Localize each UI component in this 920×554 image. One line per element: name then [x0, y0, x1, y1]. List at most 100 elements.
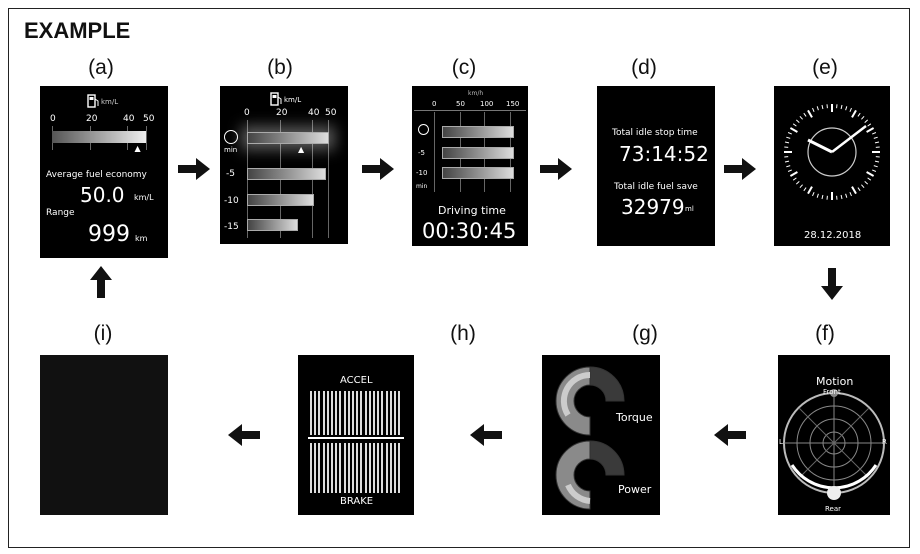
brake-label: BRAKE: [340, 496, 374, 507]
motion-title: Motion: [816, 375, 854, 388]
level-bar: [368, 443, 371, 493]
level-bar: [385, 391, 388, 435]
clock-icon: [224, 130, 238, 144]
level-bar: [339, 443, 342, 493]
unit-label: km/h: [468, 90, 484, 97]
motion-radar-icon: [783, 389, 885, 500]
level-bar: [356, 443, 359, 493]
screen-b-fuel-history: km/L 0 20 40 50 min -5 -10 -15 ▲: [220, 86, 348, 244]
level-bar: [373, 391, 375, 435]
avg-fuel-unit: km/L: [134, 193, 154, 202]
level-bar: [343, 391, 346, 435]
avg-fuel-value: 50.0: [80, 183, 125, 207]
level-bar: [326, 391, 329, 435]
arrow-right-icon: [362, 158, 394, 180]
history-bar: [247, 219, 298, 231]
tick-label: 0: [244, 108, 250, 118]
grid-line: [146, 126, 147, 150]
history-bar: [247, 132, 329, 144]
range-label: Range: [46, 208, 75, 218]
torque-label: Torque: [616, 411, 653, 424]
history-bar: [247, 194, 314, 206]
brake-bars: [310, 443, 402, 493]
row-label: -10: [224, 196, 239, 206]
row-label: min: [224, 146, 238, 154]
driving-time-value: 00:30:45: [422, 219, 517, 243]
tick-label: 150: [506, 100, 520, 108]
level-bar: [314, 391, 317, 435]
label-i: (i): [93, 322, 113, 345]
level-bar: [347, 443, 350, 493]
label-f: (f): [815, 322, 835, 345]
idle-fuel-save-unit: ml: [685, 205, 694, 213]
tick-label: 20: [276, 108, 288, 118]
driving-time-label: Driving time: [438, 204, 506, 217]
level-bar: [310, 443, 312, 493]
marker-triangle-icon: ▲: [134, 144, 141, 153]
clock-icon: [418, 124, 429, 135]
screen-a-fuel-economy: km/L 0 20 40 50 ▲ Average fuel economy 5…: [40, 86, 168, 258]
idle-stop-time-label: Total idle stop time: [612, 128, 698, 138]
avg-fuel-label: Average fuel economy: [46, 170, 147, 180]
label-b: (b): [267, 56, 293, 79]
level-bar: [343, 443, 346, 493]
fuel-pump-icon: [270, 92, 282, 106]
level-bar: [326, 443, 329, 493]
level-bar: [368, 391, 371, 435]
label-e: (e): [812, 56, 838, 79]
level-bar: [339, 391, 342, 435]
level-bar: [314, 443, 317, 493]
speed-bar: [442, 167, 514, 179]
level-bar: [322, 443, 325, 493]
grid-line: [328, 120, 329, 238]
level-bar: [394, 443, 396, 493]
screen-g-torque-power: Torque Power: [542, 355, 660, 515]
divider: [308, 437, 404, 439]
screen-d-idle-stop: Total idle stop time 73:14:52 Total idle…: [597, 86, 715, 246]
level-bar: [360, 443, 363, 493]
accel-bars: [310, 391, 402, 435]
range-value: 999: [88, 222, 130, 247]
level-bar: [318, 391, 321, 435]
level-bar: [335, 443, 338, 493]
arrow-left-icon: [714, 424, 746, 446]
right-label: R: [882, 438, 887, 446]
label-h: (h): [450, 322, 476, 345]
level-bar: [322, 391, 325, 435]
level-bar: [352, 391, 354, 435]
arrow-left-icon: [228, 424, 260, 446]
speed-bar: [442, 147, 514, 159]
tick-label: 50: [143, 114, 155, 124]
fuel-pump-icon: [87, 94, 99, 108]
tick-label: 40: [123, 114, 135, 124]
level-bar: [381, 391, 384, 435]
level-bar: [318, 443, 321, 493]
label-d: (d): [631, 56, 657, 79]
screen-f-motion: Motion Front Rear L R: [778, 355, 890, 515]
arrow-down-icon: [821, 268, 843, 300]
idle-fuel-save-label: Total idle fuel save: [614, 182, 698, 192]
arrow-left-icon: [470, 424, 502, 446]
row-label: min: [416, 183, 428, 190]
screen-h-accel-brake: ACCEL BRAKE: [298, 355, 414, 515]
arrow-right-icon: [178, 158, 210, 180]
level-bar: [335, 391, 338, 435]
arrow-right-icon: [724, 158, 756, 180]
tick-label: 0: [50, 114, 56, 124]
analog-clock-icon: [784, 104, 880, 200]
level-bar: [389, 391, 392, 435]
level-bar: [398, 443, 401, 493]
label-g: (g): [632, 322, 658, 345]
level-bar: [373, 443, 375, 493]
label-c: (c): [451, 56, 477, 79]
level-bar: [352, 443, 354, 493]
range-unit: km: [135, 234, 148, 243]
clock-date: 28.12.2018: [804, 230, 862, 241]
idle-fuel-save-value: 32979: [621, 195, 685, 219]
label-a: (a): [88, 56, 114, 79]
fuel-economy-bar: [52, 131, 146, 143]
unit-label: km/L: [284, 96, 302, 104]
marker-triangle-icon: ▲: [298, 145, 305, 154]
tick-label: 0: [432, 100, 437, 108]
tick-label: 50: [325, 108, 337, 118]
